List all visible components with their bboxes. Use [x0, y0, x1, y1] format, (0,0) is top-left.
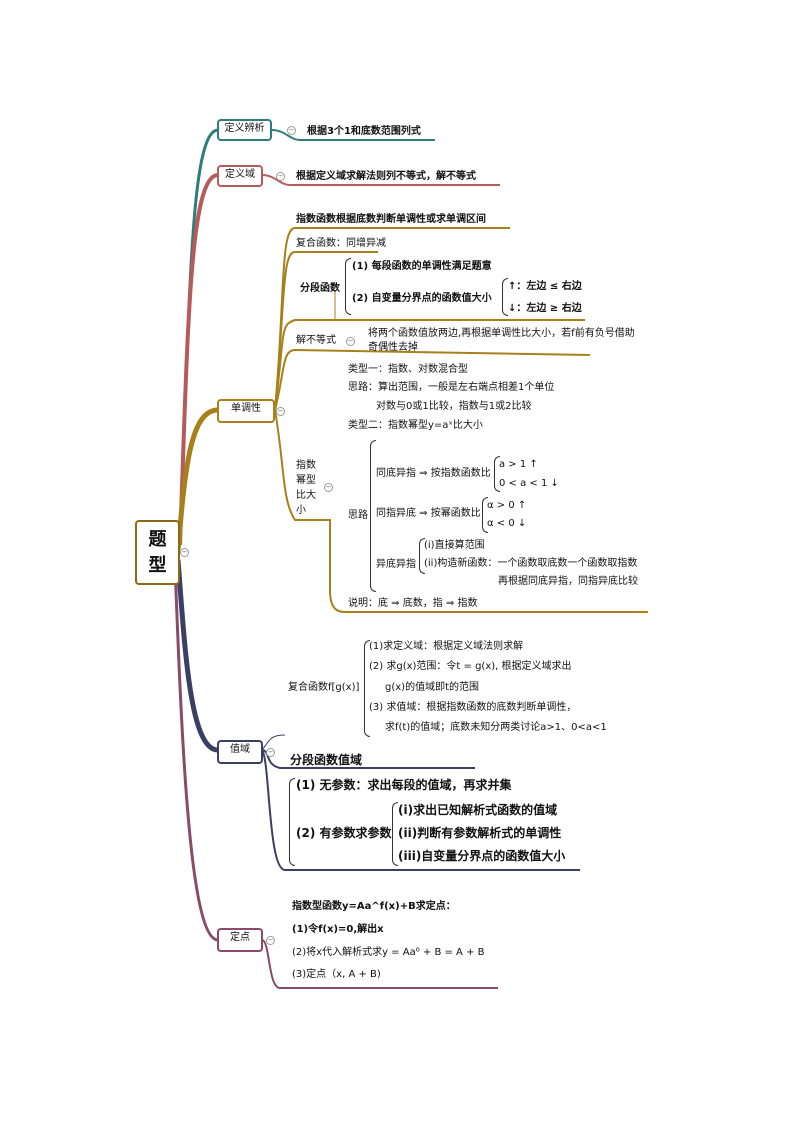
node-label: 单调性 — [231, 403, 261, 414]
silu1b: 对数与0或1比较，指数与1或2比较 — [376, 401, 532, 412]
collapse-toggle-icon[interactable]: − — [346, 337, 355, 346]
tongzhi-a: α > 0 ↑ — [487, 500, 527, 511]
collapse-toggle-icon[interactable]: − — [180, 548, 189, 557]
tongdi: 同底异指 ⇒ 按指数函数比 — [376, 468, 491, 479]
lei2: 类型二：指数幂型y=aˣ比大小 — [348, 420, 483, 431]
node-dingyiyu[interactable]: 定义域 — [217, 165, 263, 187]
shuoming: 说明：底 ⇒ 底数，指 ⇒ 指数 — [348, 598, 478, 609]
dingdian-step: (3)定点（x, A + B) — [292, 969, 381, 980]
tongdi-a: a > 1 ↑ — [499, 459, 538, 470]
tongzhi-b: α < 0 ↓ — [487, 518, 527, 529]
zhiyu-fuhe-label: 复合函数f[g(x)] — [288, 682, 360, 693]
tongzhi: 同指异底 ⇒ 按幂函数比 — [376, 508, 481, 519]
dingdian-step: (1)令f(x)=0,解出x — [292, 924, 384, 935]
node-dingyibianxi[interactable]: 定义辨析 — [217, 119, 272, 141]
bidaxiao-line: 指数 — [296, 460, 316, 471]
yidi: 异底异指 — [376, 559, 416, 570]
collapse-toggle-icon[interactable]: − — [276, 172, 285, 181]
dingyibianxi-item: 根据3个1和底数范围列式 — [307, 126, 421, 137]
zhiyu-p2-label: (2) 有参数求参数 — [296, 826, 392, 840]
yidi-2: (ii)构造新函数：一个函数取底数一个函数取指数 — [424, 558, 638, 569]
dingdian-step: (2)将x代入解析式求y = Aa⁰ + B = A + B — [292, 947, 485, 958]
root-node[interactable]: 题型 — [135, 520, 180, 585]
brace — [392, 802, 398, 866]
brace — [419, 538, 425, 574]
dingdian-title: 指数型函数y=Aa^f(x)+B求定点： — [292, 901, 456, 912]
dandiao-fuhe: 复合函数：同增异减 — [296, 238, 386, 249]
collapse-toggle-icon[interactable]: − — [266, 936, 275, 945]
zhiyu-fuhe-item: (1)求定义域：根据定义域法则求解 — [369, 641, 524, 652]
brace — [482, 497, 488, 533]
yidi-3: 再根据同底异指，同指异底比较 — [498, 576, 638, 587]
collapse-toggle-icon[interactable]: − — [276, 407, 285, 416]
brace — [289, 778, 295, 866]
node-label: 定义域 — [225, 169, 255, 180]
node-dandiaoxing[interactable]: 单调性 — [217, 399, 275, 423]
brace — [370, 440, 376, 592]
zhiyu-p2-item: (i)求出已知解析式函数的值域 — [398, 803, 558, 817]
silu-label: 思路 — [348, 510, 368, 521]
fenduan-item: (2) 自变量分界点的函数值大小 — [352, 293, 492, 304]
collapse-toggle-icon[interactable]: − — [266, 748, 275, 757]
jiebudengshi-text: 将两个函数值放两边,再根据单调性比大小，若f前有负号借助 — [368, 328, 635, 339]
bidaxiao-line: 小 — [296, 505, 306, 516]
zhiyu-fenduan-title: 分段函数值域 — [290, 753, 363, 767]
zhiyu-fuhe-item: 求f(t)的值域；底数未知分两类讨论a>1、0<a<1 — [385, 722, 607, 733]
bidaxiao-line: 比大 — [296, 490, 316, 501]
zhiyu-p2-item: (ii)判断有参数解析式的单调性 — [398, 826, 562, 840]
collapse-toggle-icon[interactable]: − — [287, 126, 296, 135]
brace — [345, 258, 351, 315]
tongdi-b: 0 < a < 1 ↓ — [499, 478, 559, 489]
fenduan-down: ↓：左边 ≥ 右边 — [508, 303, 582, 314]
jiebudengshi-text: 奇偶性去掉 — [368, 342, 418, 353]
bidaxiao-label: 指数 幂型 比大 小 — [296, 458, 322, 518]
lei1: 类型一：指数、对数混合型 — [348, 364, 468, 375]
zhiyu-p1: (1) 无参数：求出每段的值域，再求并集 — [296, 778, 512, 792]
node-dingdian[interactable]: 定点 — [217, 928, 263, 952]
jiebudengshi-label: 解不等式 — [296, 335, 336, 346]
yidi-1: (i)直接算范围 — [424, 540, 485, 551]
fenduan-up: ↑：左边 ≤ 右边 — [508, 281, 582, 292]
node-label: 定点 — [230, 932, 250, 943]
zhiyu-fuhe-item: (3) 求值域：根据指数函数的底数判断单调性， — [369, 702, 577, 713]
bidaxiao-line: 幂型 — [296, 475, 316, 486]
zhiyu-fuhe-item: g(x)的值域即t的范围 — [385, 682, 479, 693]
collapse-toggle-icon[interactable]: − — [324, 483, 333, 492]
node-label: 定义辨析 — [224, 123, 265, 134]
dandiao-top: 指数函数根据底数判断单调性或求单调区间 — [296, 214, 486, 225]
root-label: 题型 — [148, 529, 167, 576]
zhiyu-p2-item: (iii)自变量分界点的函数值大小 — [398, 849, 566, 863]
brace — [364, 640, 370, 737]
fenduan-label: 分段函数 — [300, 283, 340, 294]
brace — [502, 278, 508, 316]
node-zhiyu[interactable]: 值域 — [217, 740, 263, 764]
dingyiyu-item: 根据定义域求解法则列不等式，解不等式 — [296, 171, 476, 182]
zhiyu-fuhe-item: (2) 求g(x)范围：令t = g(x), 根据定义域求出 — [369, 661, 572, 672]
fenduan-item: (1) 每段函数的单调性满足题意 — [352, 261, 492, 272]
node-label: 值域 — [230, 744, 250, 755]
silu1a: 思路：算出范围，一般是左右端点相差1个单位 — [348, 382, 555, 393]
brace — [494, 456, 500, 492]
